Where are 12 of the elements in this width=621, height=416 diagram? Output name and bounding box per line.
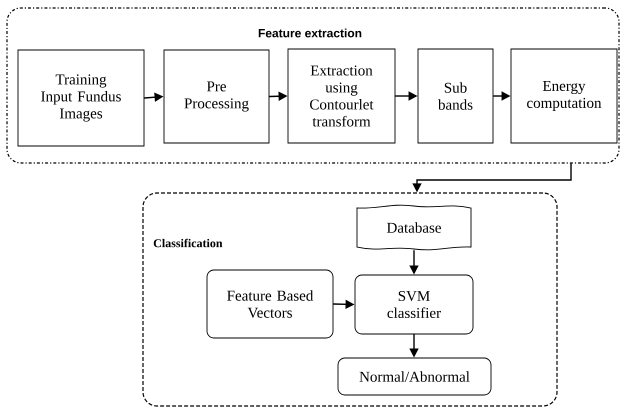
process-box: Sub bands [418, 48, 494, 144]
classification-panel [142, 192, 558, 407]
process-box: Feature Based Vectors [206, 270, 334, 338]
panel-title: Classification [154, 238, 222, 248]
feature-extraction-panel [6, 7, 620, 164]
process-box: Extraction using Contourlet transform [288, 48, 396, 144]
panel-title: Feature extraction [258, 28, 362, 38]
process-box: Energy computation [510, 48, 618, 144]
process-box: Pre Processing [164, 50, 270, 144]
process-box: SVM classifier [354, 274, 474, 334]
process-box: Normal/Abnormal [338, 358, 492, 396]
process-box: Training Input Fundus Images [18, 50, 144, 146]
